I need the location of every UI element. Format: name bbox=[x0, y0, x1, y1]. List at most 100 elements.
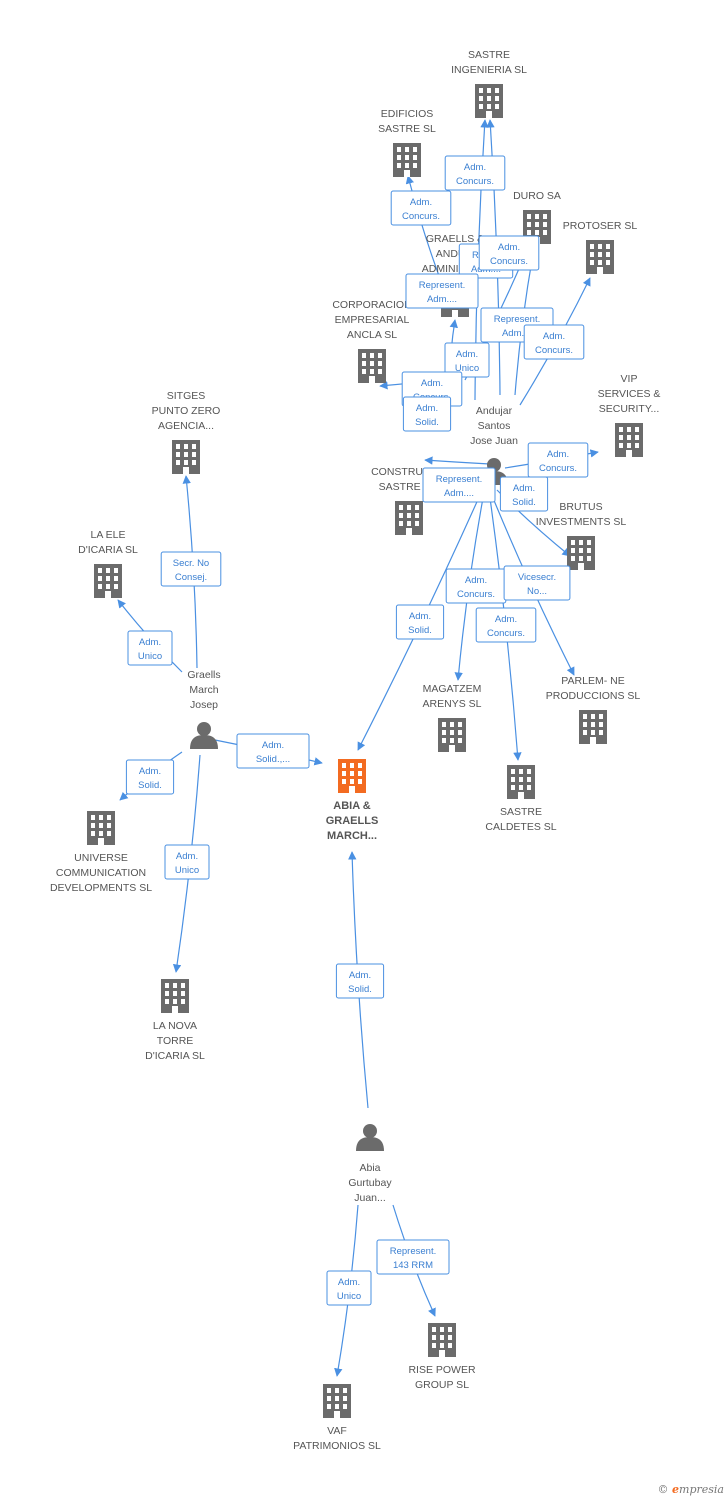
node-label: GROUP SL bbox=[415, 1379, 469, 1391]
relation-text: Unico bbox=[455, 363, 479, 374]
relation-text: Solid. bbox=[348, 984, 372, 995]
node-label: SERVICES & bbox=[598, 388, 661, 400]
relation-text: Solid. bbox=[408, 625, 432, 636]
relation-text: Concurs. bbox=[457, 589, 495, 600]
relation-label-r20: Adm. Solid.,... bbox=[236, 733, 310, 769]
relation-box bbox=[444, 155, 506, 191]
relation-label-r8: Adm.Unico bbox=[444, 342, 490, 378]
relation-box bbox=[527, 442, 589, 478]
relation-text: 143 RRM bbox=[393, 1260, 433, 1271]
node-edificios[interactable]: EDIFICIOS SASTRE SL bbox=[378, 108, 436, 177]
relation-box bbox=[422, 467, 496, 503]
relation-box bbox=[326, 1270, 372, 1306]
node-label: D'ICARIA SL bbox=[145, 1050, 205, 1062]
relation-label-r15: Vicesecr.No... bbox=[503, 565, 571, 601]
building-icon bbox=[438, 718, 466, 752]
node-label: MAGATZEM bbox=[423, 683, 482, 695]
node-label: AGENCIA... bbox=[158, 420, 214, 432]
relation-text: Concurs. bbox=[402, 211, 440, 222]
relation-box bbox=[405, 273, 479, 309]
relation-text: Adm.... bbox=[427, 294, 457, 305]
relation-label-r5: Represent.Adm.... bbox=[405, 273, 479, 309]
relation-text: Adm.... bbox=[502, 328, 532, 339]
relation-label-r23: Adm.Solid. bbox=[335, 963, 385, 999]
relation-text: Adm. bbox=[262, 740, 284, 751]
relation-box bbox=[335, 963, 385, 999]
relation-text: Concurs. bbox=[539, 463, 577, 474]
relation-label-r25: Adm.Unico bbox=[326, 1270, 372, 1306]
relation-label-r14: Adm.Concurs. bbox=[445, 568, 507, 604]
node-label: UNIVERSE bbox=[74, 852, 128, 864]
relation-text: Adm. bbox=[410, 197, 432, 208]
building-icon bbox=[586, 240, 614, 274]
relation-text: Adm. bbox=[547, 449, 569, 460]
node-abia-gurtubay[interactable]: AbiaGurtubayJuan... bbox=[348, 1124, 392, 1204]
empresia-logo: © empresia bbox=[658, 1483, 724, 1496]
relation-text: Solid. bbox=[415, 417, 439, 428]
node-magatzem[interactable]: MAGATZEM ARENYS SL bbox=[423, 683, 482, 752]
relation-text: Adm. bbox=[464, 162, 486, 173]
relation-text: Adm. bbox=[139, 637, 161, 648]
building-icon bbox=[323, 1384, 351, 1418]
copyright-symbol: © bbox=[657, 1483, 669, 1496]
relation-text: Unico bbox=[138, 651, 162, 662]
relation-text: Represent. bbox=[436, 474, 482, 485]
node-label: Josep bbox=[190, 699, 218, 711]
relation-text: Concurs. bbox=[535, 345, 573, 356]
node-label: EDIFICIOS bbox=[381, 108, 434, 120]
relation-box bbox=[125, 759, 175, 795]
building-icon bbox=[395, 501, 423, 535]
node-label: Juan... bbox=[354, 1192, 386, 1204]
node-label: CALDETES SL bbox=[485, 821, 556, 833]
relation-box bbox=[523, 324, 585, 360]
relation-box bbox=[395, 604, 445, 640]
node-label: SASTRE bbox=[468, 49, 510, 61]
building-icon bbox=[393, 143, 421, 177]
relation-box bbox=[127, 630, 173, 666]
relation-text: Solid.,... bbox=[256, 754, 290, 765]
node-protoser[interactable]: PROTOSER SL bbox=[563, 220, 638, 274]
relation-box bbox=[160, 551, 222, 587]
node-label: SASTRE SL bbox=[378, 123, 436, 135]
node-label: Andujar bbox=[476, 405, 513, 417]
relation-text: Adm. bbox=[498, 242, 520, 253]
node-label: Abia bbox=[359, 1162, 380, 1174]
relation-text: Solid. bbox=[138, 780, 162, 791]
relation-label-r22: Adm.Unico bbox=[164, 844, 210, 880]
node-abia-graells[interactable]: ABIA &GRAELLSMARCH... bbox=[326, 759, 379, 842]
building-icon bbox=[338, 759, 366, 793]
relation-box bbox=[475, 607, 537, 643]
node-duro[interactable]: DURO SA bbox=[513, 190, 561, 244]
building-icon bbox=[615, 423, 643, 457]
building-icon bbox=[87, 811, 115, 845]
node-label: ARENYS SL bbox=[423, 698, 482, 710]
building-icon bbox=[161, 979, 189, 1013]
building-icon bbox=[94, 564, 122, 598]
node-label: GRAELLS bbox=[326, 815, 379, 827]
relation-text: Concurs. bbox=[490, 256, 528, 267]
relation-label-r17: Adm.Concurs. bbox=[475, 607, 537, 643]
relation-label-r21: Adm.Solid. bbox=[125, 759, 175, 795]
node-label: INVESTMENTS SL bbox=[536, 516, 627, 528]
relation-text: Adm. bbox=[416, 403, 438, 414]
person-icon bbox=[190, 722, 218, 749]
relation-label-r24: Represent.143 RRM bbox=[376, 1239, 450, 1275]
relation-label-r4: Adm. Concurs. bbox=[478, 235, 540, 271]
person-icon bbox=[356, 1124, 384, 1151]
relation-box bbox=[236, 733, 310, 769]
